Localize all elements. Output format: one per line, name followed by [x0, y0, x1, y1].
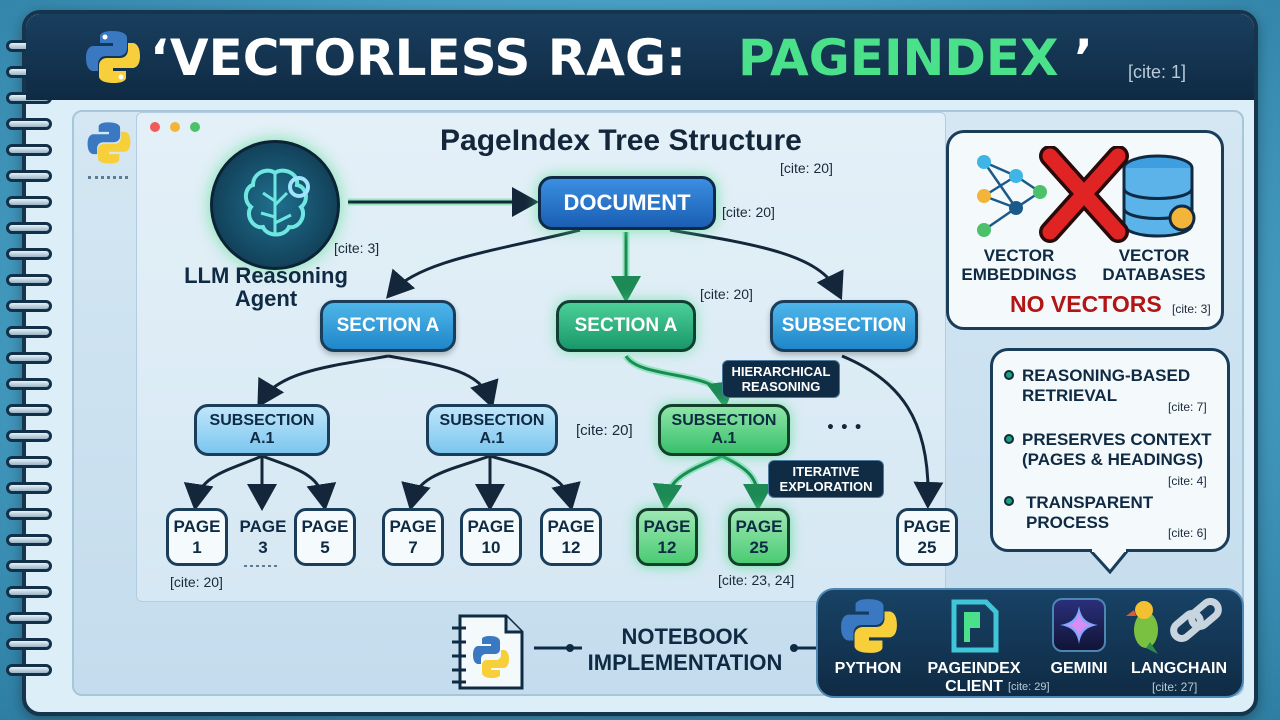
- benefit-item: REASONING-BASED RETRIEVAL: [1022, 366, 1191, 405]
- chain-link-icon: [1170, 598, 1222, 642]
- python-icon: [841, 599, 897, 653]
- pageindex-logo-icon: [951, 599, 999, 653]
- title-bar: [26, 14, 1254, 100]
- benefit-cite: [cite: 6]: [1168, 526, 1207, 540]
- hierarchical-reasoning-badge: HIERARCHICAL REASONING: [722, 360, 840, 398]
- notebook-label: NOTEBOOK IMPLEMENTATION: [587, 624, 783, 675]
- window-maximize-dot[interactable]: [190, 122, 200, 132]
- section-a-node[interactable]: SECTION A: [320, 300, 456, 352]
- python-label: PYTHON: [834, 660, 902, 677]
- tree-heading: PageIndex Tree Structure: [440, 124, 802, 157]
- more-ellipsis: • • •: [826, 420, 863, 436]
- gemini-logo-icon: [1052, 598, 1106, 652]
- llm-agent-avatar: [210, 140, 340, 270]
- title-accent: PAGEINDEX: [738, 29, 1059, 87]
- title-quote-close: ’: [1074, 29, 1093, 87]
- brain-icon: [244, 168, 310, 237]
- pages-green-cite: [cite: 23, 24]: [718, 572, 795, 588]
- parrot-icon: [1126, 601, 1158, 654]
- sidebar-dots: [88, 176, 128, 179]
- benefit-item: TRANSPARENT PROCESS: [1026, 493, 1154, 532]
- langchain-label: LANGCHAIN: [1131, 660, 1227, 677]
- python-icon: [87, 122, 131, 164]
- bullet-icon: [1004, 370, 1014, 380]
- langchain-cite: [cite: 27]: [1152, 680, 1198, 694]
- iterative-exploration-badge: ITERATIVE EXPLORATION: [768, 460, 884, 498]
- section-a-highlighted-node[interactable]: SECTION A: [556, 300, 696, 352]
- notebook-connector: [534, 644, 818, 652]
- python-logo-icon: [86, 31, 140, 83]
- subsection-a1-node[interactable]: SUBSECTION A.1: [426, 404, 558, 456]
- pages-cite: [cite: 20]: [170, 574, 223, 590]
- pageindex-client-label: PAGEINDEX CLIENT: [927, 660, 1021, 695]
- vector-databases-label: VECTOR DATABASES: [1102, 246, 1206, 284]
- tech-stack-panel: [816, 588, 1244, 698]
- no-vectors-label: NO VECTORS: [1010, 291, 1162, 317]
- agent-label: LLM Reasoning Agent: [184, 263, 348, 311]
- notebook-icon: [452, 614, 524, 690]
- subsection-a1-highlighted-node[interactable]: SUBSECTION A.1: [658, 404, 790, 456]
- database-icon: [1122, 154, 1196, 238]
- benefit-item: PRESERVES CONTEXT (PAGES & HEADINGS): [1022, 430, 1212, 469]
- agent-cite: [cite: 3]: [334, 240, 380, 256]
- title-cite: [cite: 1]: [1128, 62, 1187, 82]
- document-node[interactable]: DOCUMENT: [538, 176, 716, 230]
- langchain-logo-icon: [1126, 598, 1222, 654]
- benefit-cite: [cite: 4]: [1168, 474, 1207, 488]
- sparkle-icon: [1060, 606, 1098, 644]
- no-vectors-cite: [cite: 3]: [1172, 302, 1211, 316]
- title-main: ‘VECTORLESS RAG:: [150, 29, 687, 87]
- document-cite: [cite: 20]: [722, 204, 775, 220]
- section-cite: [cite: 20]: [700, 286, 753, 302]
- tree-heading-cite: [cite: 20]: [780, 160, 833, 176]
- vector-embeddings-label: VECTOR EMBEDDINGS: [961, 246, 1077, 284]
- window-close-dot[interactable]: [150, 122, 160, 132]
- pageindex-cite: [cite: 29]: [1008, 681, 1050, 693]
- subsection-cite: [cite: 20]: [576, 422, 633, 439]
- bullet-icon: [1004, 434, 1014, 444]
- subsection-a1-node[interactable]: SUBSECTION A.1: [194, 404, 330, 456]
- bullet-icon: [1004, 496, 1014, 506]
- vector-embeddings-icon: [977, 146, 1196, 243]
- benefit-cite: [cite: 7]: [1168, 400, 1207, 414]
- gemini-label: GEMINI: [1050, 660, 1108, 677]
- subsection-node[interactable]: SUBSECTION: [770, 300, 918, 352]
- speech-tail: [1090, 548, 1130, 574]
- red-cross-icon: [1039, 146, 1129, 243]
- window-minimize-dot[interactable]: [170, 122, 180, 132]
